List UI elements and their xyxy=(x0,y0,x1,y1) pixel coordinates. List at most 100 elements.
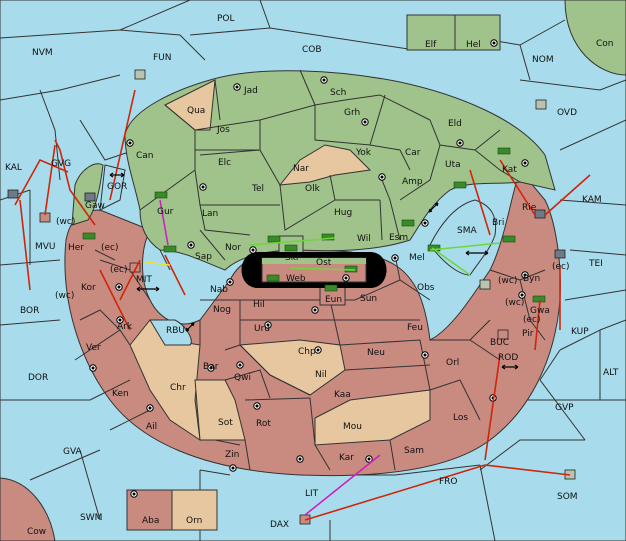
label-Byn: Byn xyxy=(523,274,540,284)
label-Orl: Orl xyxy=(446,358,459,368)
label-Uru: Uru xyxy=(254,324,270,334)
label-COB: COB xyxy=(302,45,322,55)
label-ec3: (ec) xyxy=(552,262,570,272)
label-Gur: Gur xyxy=(157,207,174,217)
label-Jad: Jad xyxy=(243,86,258,96)
label-Gaw: Gaw xyxy=(85,201,105,211)
label-Sap: Sap xyxy=(195,252,212,262)
army-tokens xyxy=(82,147,546,303)
south-borders xyxy=(74,249,546,471)
label-Feu: Feu xyxy=(407,323,423,333)
label-GOR: GOR xyxy=(107,182,127,192)
label-Olk: Olk xyxy=(305,184,321,194)
label-Rie: Rie xyxy=(522,203,537,213)
nar-region xyxy=(278,144,372,186)
label-Uta: Uta xyxy=(445,160,461,170)
label-Lan: Lan xyxy=(202,209,218,219)
label-Hug: Hug xyxy=(334,208,352,218)
label-Sam: Sam xyxy=(404,446,424,456)
label-ALT: ALT xyxy=(603,368,619,378)
label-SMA: SMA xyxy=(457,226,477,236)
north-borders xyxy=(139,69,521,271)
label-Los: Los xyxy=(453,413,468,423)
label-DAX: DAX xyxy=(270,520,289,530)
label-Obs: Obs xyxy=(417,283,435,293)
label-Grh: Grh xyxy=(344,108,360,118)
label-Kat: Kat xyxy=(502,165,517,175)
label-KAL: KAL xyxy=(5,163,22,173)
label-wc2: (wc) xyxy=(55,291,74,301)
label-RBU: RBU xyxy=(166,326,185,336)
label-ec1: (ec) xyxy=(101,243,119,253)
label-KAM: KAM xyxy=(582,195,602,205)
rbu-sea xyxy=(149,319,192,346)
label-Esm: Esm xyxy=(389,233,408,243)
label-Con: Con xyxy=(596,39,614,49)
label-Elc: Elc xyxy=(218,158,231,168)
sma-sea xyxy=(429,199,497,276)
label-Car: Car xyxy=(405,148,421,158)
label-POL: POL xyxy=(217,14,235,24)
label-Sun: Sun xyxy=(360,294,377,304)
sot-region xyxy=(194,379,246,441)
label-Chr: Chr xyxy=(170,383,186,393)
label-Elf: Elf xyxy=(425,40,437,50)
label-GVP: GVP xyxy=(555,403,574,413)
label-ROD: ROD xyxy=(498,353,518,363)
label-Amp: Amp xyxy=(402,177,423,187)
con-region xyxy=(564,0,626,76)
label-Chp: Chp xyxy=(298,347,316,357)
territory-labels: POL NVM FUN COB Elf Hel Con NOM OVD KAL … xyxy=(5,14,619,537)
label-GVA: GVA xyxy=(63,447,83,457)
label-Hel: Hel xyxy=(466,40,481,50)
label-Cow: Cow xyxy=(27,527,46,537)
label-Zin: Zin xyxy=(225,450,239,460)
label-Wil: Wil xyxy=(357,234,371,244)
label-Web: Web xyxy=(286,274,306,284)
label-ec2: (ec) xyxy=(110,265,128,275)
order-arrows xyxy=(14,89,591,521)
label-MVU: MVU xyxy=(35,242,56,252)
label-wc3: (wc) xyxy=(498,276,517,286)
label-Nab: Nab xyxy=(210,285,228,295)
label-SWM: SWM xyxy=(80,513,102,523)
label-wc1: (wc) xyxy=(56,217,75,227)
mou-region xyxy=(314,389,431,446)
label-SOM: SOM xyxy=(557,492,578,502)
label-wc4: (wc) xyxy=(505,298,524,308)
label-FUN: FUN xyxy=(153,53,172,63)
label-MIT: MIT xyxy=(136,275,152,285)
label-Rot: Rot xyxy=(256,419,271,429)
label-Can: Can xyxy=(136,151,154,161)
label-Eun: Eun xyxy=(325,295,342,305)
label-Tel: Tel xyxy=(251,184,264,194)
label-Sot: Sot xyxy=(218,418,233,428)
label-Neu: Neu xyxy=(367,348,385,358)
label-NOM: NOM xyxy=(532,55,554,65)
label-BUC: BUC xyxy=(490,338,509,348)
label-Kor: Kor xyxy=(81,283,96,293)
label-Skr: Skr xyxy=(285,253,300,263)
label-KUP: KUP xyxy=(571,327,589,337)
label-Ark: Ark xyxy=(117,322,133,332)
label-Mel: Mel xyxy=(409,253,425,263)
label-Gwa: Gwa xyxy=(530,306,550,316)
label-Orn: Orn xyxy=(186,516,202,526)
label-Kaa: Kaa xyxy=(334,390,351,400)
supply-centers xyxy=(89,39,529,498)
label-Nar: Nar xyxy=(293,164,309,174)
label-Nor: Nor xyxy=(225,243,241,253)
label-Kar: Kar xyxy=(339,453,354,463)
label-Nil: Nil xyxy=(315,370,327,380)
label-Qwi: Qwi xyxy=(234,373,251,383)
label-Mou: Mou xyxy=(343,422,362,432)
label-BOR: BOR xyxy=(20,306,39,316)
orn-region xyxy=(171,489,218,531)
label-Ail: Ail xyxy=(146,422,157,432)
label-NVM: NVM xyxy=(32,48,53,58)
label-ec4: (ec) xyxy=(523,315,541,325)
elf-region xyxy=(406,14,456,51)
label-Qua: Qua xyxy=(187,106,205,116)
label-GVG: GVG xyxy=(51,159,71,169)
